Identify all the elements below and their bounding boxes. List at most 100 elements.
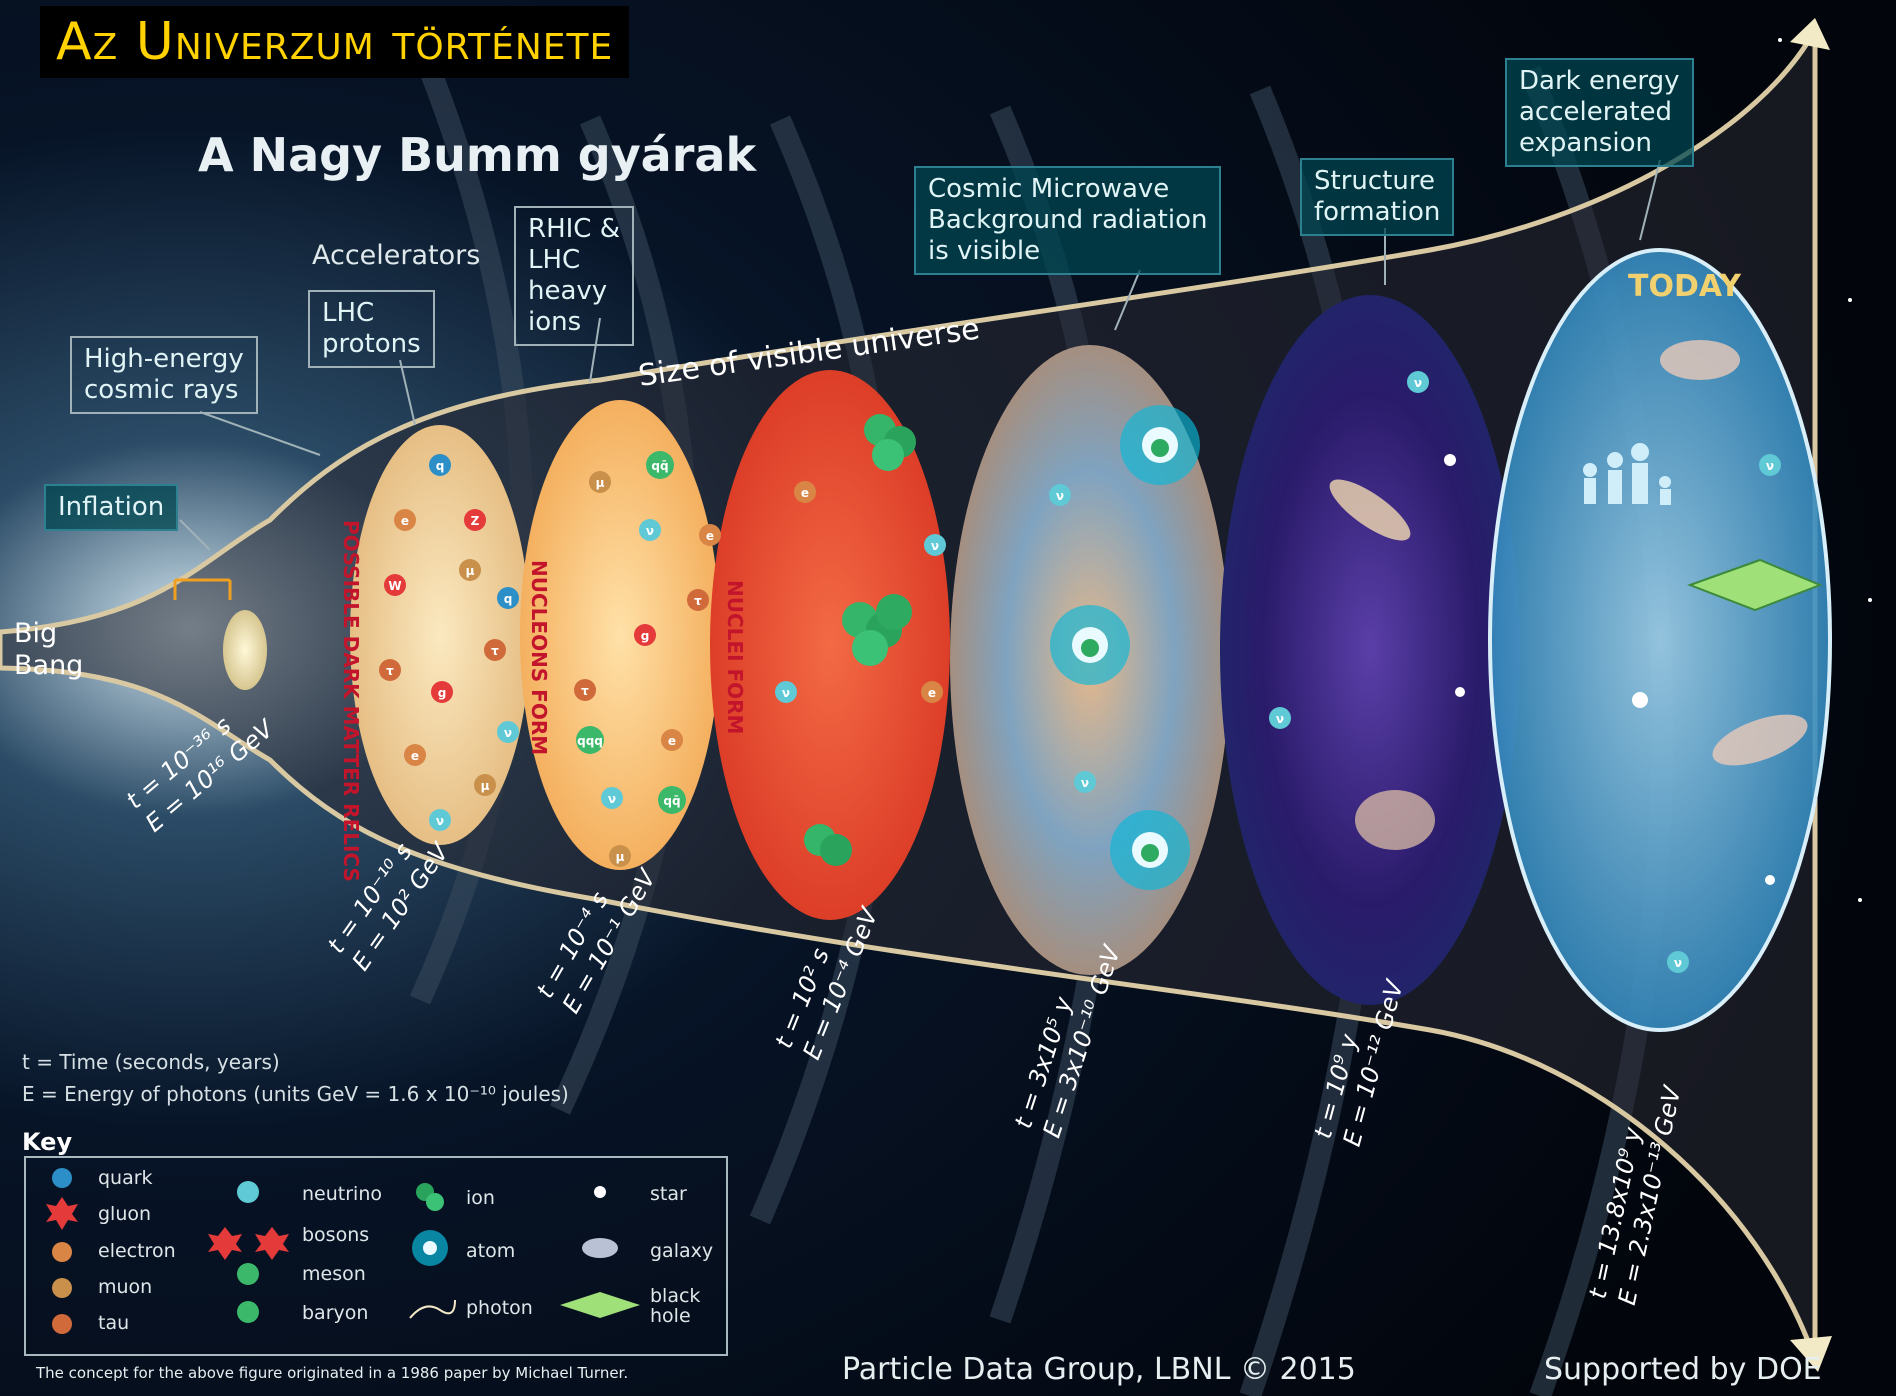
particle-muon-marker: μ — [589, 471, 611, 493]
key-neutrino: neutrino — [302, 1183, 382, 1205]
particle-electron-marker: e — [394, 509, 416, 531]
nuclei-label: NUCLEI FORM — [723, 580, 747, 734]
particle-neutrino-marker: ν — [497, 721, 519, 743]
key-icons — [46, 1168, 640, 1334]
particle-muon-marker: μ — [609, 845, 631, 867]
big-bang-label: Big Bang — [14, 618, 84, 681]
particle-neutrino-marker: ν — [1667, 951, 1689, 973]
key-title: Key — [22, 1128, 73, 1156]
key-baryon: baryon — [302, 1302, 369, 1324]
dark-matter-label: POSSIBLE DARK MATTER RELICS — [339, 520, 363, 882]
key-galaxy: galaxy — [650, 1240, 714, 1262]
galaxies — [1329, 340, 1808, 850]
family-icon — [1583, 443, 1671, 505]
key-black-hole: black hole — [650, 1285, 701, 1327]
svg-text:μ: μ — [616, 850, 625, 864]
today-label: TODAY — [1628, 269, 1742, 304]
particle-neutrino-marker: ν — [924, 534, 946, 556]
particle-neutrino-marker: ν — [1759, 454, 1781, 476]
svg-text:e: e — [706, 529, 714, 543]
particle-baryon-marker: qqq — [576, 726, 604, 754]
key-electron: electron — [98, 1240, 176, 1262]
svg-text:e: e — [411, 749, 419, 763]
svg-text:g: g — [641, 629, 650, 643]
time-legend: t = Time (seconds, years) — [22, 1050, 280, 1074]
callout-cosmic-rays: High-energy cosmic rays — [70, 336, 258, 414]
key-muon: muon — [98, 1276, 153, 1298]
particle-tau-marker: τ — [687, 589, 709, 611]
key-ion: ion — [466, 1187, 495, 1209]
epoch-structure — [1220, 295, 1520, 1005]
particle-neutrino-marker: ν — [601, 787, 623, 809]
accelerators-label: Accelerators — [312, 240, 481, 271]
callout-lhc: LHC protons — [308, 290, 435, 368]
key-meson: meson — [302, 1263, 366, 1285]
nucleons-label: NUCLEONS FORM — [527, 560, 551, 755]
particle-tau-marker: τ — [379, 659, 401, 681]
svg-text:ν: ν — [1414, 376, 1422, 390]
key-atom: atom — [466, 1240, 516, 1262]
particle-tau-marker: τ — [484, 639, 506, 661]
svg-text:ν: ν — [1674, 956, 1682, 970]
particle-gluon-marker: g — [431, 681, 453, 703]
particle-gluon-marker: g — [634, 624, 656, 646]
doe-credit: Supported by DOE — [1544, 1352, 1822, 1387]
key-bosons: bosons — [302, 1224, 370, 1246]
particle-z-marker: Z — [464, 509, 486, 531]
key-gluon: gluon — [98, 1203, 152, 1225]
particle-neutrino-marker: ν — [1074, 771, 1096, 793]
black-hole-icon — [1687, 558, 1823, 612]
key-tau: tau — [98, 1312, 130, 1334]
callout-pointers — [179, 159, 1661, 551]
particle-neutrino-marker: ν — [1407, 371, 1429, 393]
svg-text:e: e — [668, 734, 676, 748]
particle-neutrino-marker: ν — [429, 809, 451, 831]
particle-quark-marker: q — [497, 587, 519, 609]
callout-cmb: Cosmic Microwave Background radiation is… — [914, 166, 1222, 275]
pdg-credit: Particle Data Group, LBNL © 2015 — [842, 1352, 1356, 1387]
svg-text:ν: ν — [931, 539, 939, 553]
callout-inflation: Inflation — [44, 484, 179, 531]
svg-text:e: e — [801, 486, 809, 500]
svg-text:μ: μ — [481, 779, 490, 793]
svg-text:ν: ν — [1276, 712, 1284, 726]
inflation-bracket — [173, 578, 232, 600]
svg-text:ν: ν — [646, 524, 654, 538]
atom-cluster — [1050, 405, 1200, 890]
svg-text:g: g — [438, 686, 447, 700]
svg-text:q: q — [504, 592, 513, 606]
particle-muon-marker: μ — [459, 559, 481, 581]
particle-meson-marker: qq̄ — [646, 451, 674, 479]
key-photon: photon — [466, 1297, 533, 1319]
arrow-up-icon — [1790, 18, 1830, 50]
particle-electron-marker: e — [661, 729, 683, 751]
callout-dark-energy: Dark energy accelerated expansion — [1505, 58, 1694, 167]
arrow-down-icon — [1790, 1336, 1832, 1372]
energy-legend: E = Energy of photons (units GeV = 1.6 x… — [22, 1082, 569, 1106]
svg-text:μ: μ — [596, 476, 605, 490]
concept-credit: The concept for the above figure origina… — [36, 1364, 629, 1382]
particle-electron-marker: e — [794, 481, 816, 503]
callout-rhic: RHIC & LHC heavy ions — [514, 206, 634, 346]
epoch-today — [1488, 248, 1832, 1032]
svg-text:μ: μ — [466, 564, 475, 578]
svg-text:qq̄: qq̄ — [651, 459, 668, 473]
svg-text:W: W — [388, 579, 401, 593]
key-box — [24, 1156, 728, 1356]
callout-structure: Structure formation — [1300, 158, 1455, 236]
svg-text:τ: τ — [581, 684, 589, 698]
svg-text:Z: Z — [471, 514, 480, 528]
svg-text:ν: ν — [1081, 776, 1089, 790]
epoch-nucleons-form — [520, 400, 720, 870]
nuclei-cluster — [804, 414, 916, 866]
svg-text:q: q — [436, 459, 445, 473]
particle-neutrino-marker: ν — [639, 519, 661, 541]
svg-text:ν: ν — [782, 686, 790, 700]
particle-electron-marker: e — [699, 524, 721, 546]
axis-legend: t = Time (seconds, years) E = Energy of … — [22, 1046, 569, 1110]
particle-muon-marker: μ — [474, 774, 496, 796]
svg-text:τ: τ — [386, 664, 394, 678]
svg-text:qqq: qqq — [577, 734, 603, 748]
